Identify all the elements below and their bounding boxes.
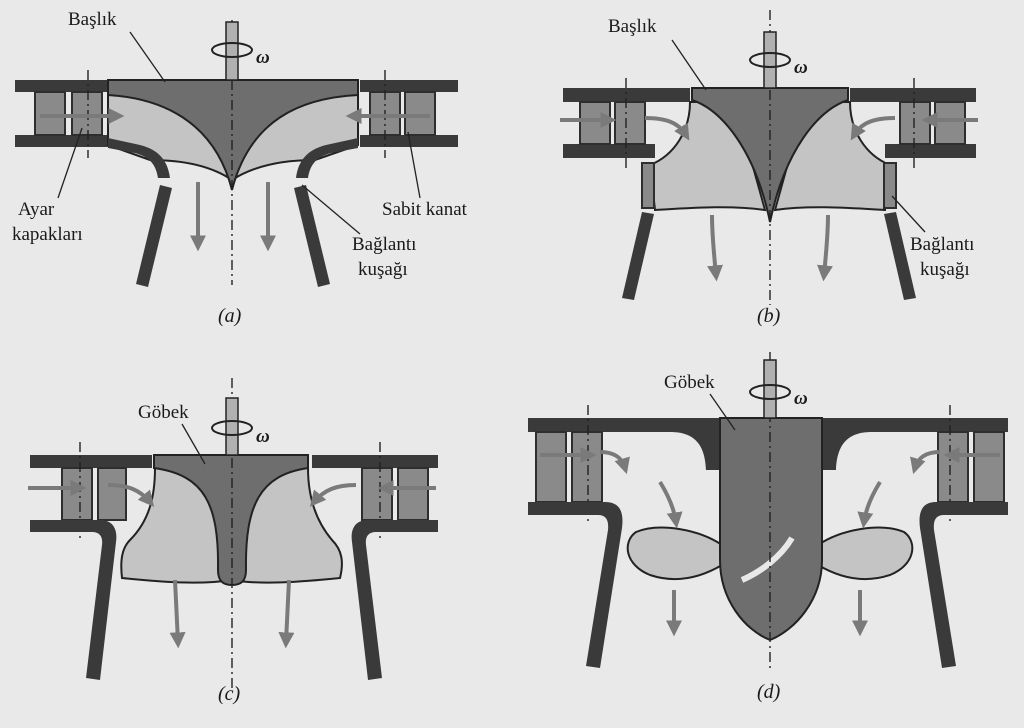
panel-b: ω Başlık Bağlantı kuşağı (b) (560, 10, 978, 327)
caption-d: (d) (757, 681, 781, 703)
flow-arrow-icon (658, 480, 683, 529)
shaft (225, 397, 239, 456)
flow-arrow-icon (707, 214, 724, 282)
label-gobek: Göbek (664, 372, 715, 393)
flow-arrow-icon (816, 214, 833, 282)
caption-a: (a) (218, 305, 242, 327)
label-baglanti: Bağlantı (352, 234, 416, 255)
rotation-arrow-icon (211, 42, 253, 58)
draft-tube-wall (30, 520, 117, 680)
upper-plate-right (312, 455, 438, 468)
rotation-arrow-icon (749, 384, 791, 400)
shaft (763, 359, 777, 419)
label-kusagi: kuşağı (358, 259, 408, 280)
panel-a: ω Başlık Ayar kapakları Sabit kanat Bağl… (12, 9, 468, 327)
omega-label: ω (794, 388, 808, 409)
label-baglanti: Bağlantı (910, 234, 974, 255)
caption-b: (b) (757, 305, 781, 327)
omega-label: ω (794, 57, 808, 78)
panel-d: ω Göbek (d) (528, 352, 1008, 703)
lower-plate-left (563, 144, 655, 158)
draft-tube-wall (622, 212, 654, 300)
propeller-blade (626, 526, 723, 581)
band (641, 162, 655, 209)
wicket-gate (34, 91, 66, 136)
rotation-arrow-icon (211, 420, 253, 436)
omega-label: ω (256, 426, 270, 447)
shaft (225, 21, 239, 81)
draft-tube-wall (528, 502, 623, 668)
wicket-gate (937, 431, 969, 503)
draft-tube-wall (884, 212, 916, 300)
flow-arrow-icon (278, 579, 295, 649)
upper-plate-left (563, 88, 690, 102)
flow-arrow-icon (910, 450, 941, 475)
draft-tube-wall (919, 502, 1008, 668)
panel-c: ω Göbek (c) (28, 378, 438, 705)
wicket-gate (571, 431, 603, 503)
band (296, 138, 358, 178)
label-baslik: Başlık (68, 9, 117, 30)
label-gobek: Göbek (138, 402, 189, 423)
rotation-arrow-icon (749, 52, 791, 68)
wicket-gate (579, 101, 611, 145)
label-sabit-kanat: Sabit kanat (382, 199, 468, 220)
wicket-gate (614, 101, 646, 145)
omega-label: ω (256, 47, 270, 68)
draft-tube-wall (351, 520, 438, 680)
flow-arrow-icon (857, 480, 882, 529)
label-ayar: Ayar (18, 199, 55, 220)
wicket-gate (934, 101, 966, 145)
wicket-gate (899, 101, 931, 145)
band (108, 138, 170, 178)
wicket-gate (71, 91, 103, 136)
flow-arrow-icon (169, 579, 186, 649)
lower-plate-left (15, 135, 110, 147)
draft-tube-wall (136, 185, 172, 287)
label-kusagi: kuşağı (920, 259, 970, 280)
upper-plate-right (360, 80, 458, 92)
wicket-gate (361, 467, 393, 521)
blade-edge (740, 536, 795, 583)
wicket-gate (404, 91, 436, 136)
wicket-gate (61, 467, 93, 521)
wicket-gate (535, 431, 567, 503)
lower-plate-right (885, 144, 976, 158)
upper-plate-left (15, 80, 110, 92)
flow-arrow-icon (107, 483, 155, 507)
upper-plate-right (850, 88, 976, 102)
flow-arrow-icon (309, 483, 357, 507)
wicket-gate (973, 431, 1005, 503)
band (883, 162, 897, 209)
flow-arrow-icon (599, 450, 630, 475)
caption-c: (c) (218, 683, 241, 705)
label-kapaklari: kapakları (12, 224, 83, 245)
draft-tube-wall (294, 185, 330, 287)
flow-arrow-icon (644, 116, 690, 141)
shaft (763, 31, 777, 89)
wicket-gate (97, 467, 127, 521)
wicket-gate (397, 467, 429, 521)
label-baslik: Başlık (608, 16, 657, 37)
propeller-blade (817, 526, 914, 581)
hub (719, 417, 823, 642)
upper-plate-left (30, 455, 152, 468)
flow-arrow-icon (850, 116, 896, 141)
